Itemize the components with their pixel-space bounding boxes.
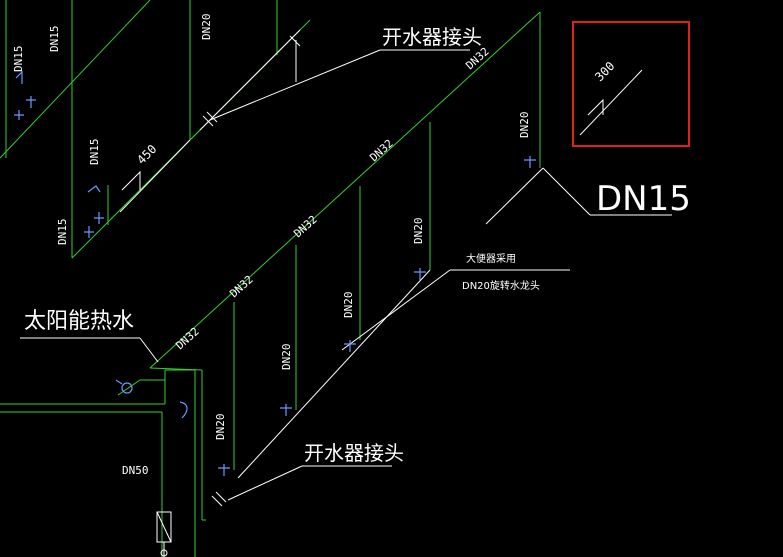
faucet-icon xyxy=(344,340,356,352)
fixture-symbols xyxy=(14,70,536,476)
faucet-icon xyxy=(14,110,24,120)
leader-line xyxy=(209,49,381,121)
tick-mark xyxy=(289,35,301,47)
leader-line xyxy=(485,167,544,225)
dimension-450: 450 xyxy=(134,142,159,167)
leader-line xyxy=(341,269,451,351)
dimension-300: 300 xyxy=(592,59,617,84)
label-dn15: DN15 xyxy=(56,219,69,246)
faucet-icon xyxy=(280,404,292,416)
faucet-icon xyxy=(84,226,94,238)
label-dn32: DN32 xyxy=(173,325,201,352)
note-labels: 开水器接头 开水器接头 太阳能热水 大便器采用 DN20旋转水龙头 xyxy=(24,25,540,465)
label-dn15: DN15 xyxy=(48,26,61,53)
valve-icon-diagonal xyxy=(156,511,172,543)
faucet-icon xyxy=(87,185,101,193)
dimension-line xyxy=(119,139,191,213)
leader-line xyxy=(542,167,591,216)
gate-valve-icon xyxy=(121,382,133,394)
label-dn32: DN32 xyxy=(367,137,395,164)
faucet-icon xyxy=(94,212,104,224)
note-open-water-bottom: 开水器接头 xyxy=(304,441,404,465)
leader-line xyxy=(139,337,159,363)
elbow-icon xyxy=(179,401,188,419)
label-dn20: DN20 xyxy=(518,112,531,139)
label-dn15: DN15 xyxy=(12,46,25,73)
note-open-water-top: 开水器接头 xyxy=(382,25,482,49)
note-mop-line2: DN20旋转水龙头 xyxy=(462,279,540,292)
note-mop-line1: 大便器采用 xyxy=(466,252,516,265)
highlight-box xyxy=(572,21,690,147)
pipe-main-dn32 xyxy=(149,11,541,369)
label-dn32: DN32 xyxy=(227,273,255,300)
leader-line xyxy=(237,269,431,479)
tick-mark xyxy=(211,495,223,507)
faucet-icon xyxy=(26,96,36,108)
label-dn20: DN20 xyxy=(342,292,355,319)
faucet-icon xyxy=(218,464,230,476)
label-dn20: DN20 xyxy=(214,414,227,441)
label-dn20: DN20 xyxy=(280,344,293,371)
gate-valve-handle xyxy=(115,379,123,385)
tick-mark xyxy=(202,115,214,127)
note-solar-hot-water: 太阳能热水 xyxy=(24,309,134,334)
faucet-icon xyxy=(15,70,23,84)
dimension-marker xyxy=(587,98,604,116)
tick-mark xyxy=(215,491,227,503)
leader-line xyxy=(199,29,301,131)
pipe-branch xyxy=(0,0,151,159)
leader-line xyxy=(227,465,303,501)
label-dn15-large: DN15 xyxy=(596,179,691,219)
faucet-icon xyxy=(414,268,426,280)
label-dn15: DN15 xyxy=(88,139,101,166)
dimension-line xyxy=(579,69,643,136)
annotation-lines xyxy=(20,29,672,557)
label-dn20: DN20 xyxy=(412,218,425,245)
valve-handle-icon xyxy=(160,549,168,557)
pipe-network xyxy=(0,0,541,557)
dimension-marker xyxy=(121,170,141,191)
tick-mark xyxy=(206,111,218,123)
label-dn20: DN20 xyxy=(200,14,213,41)
faucet-icon xyxy=(524,156,536,168)
pipe-stub xyxy=(117,379,141,396)
label-dn50: DN50 xyxy=(122,464,149,477)
pipe-labels: DN15 DN15 DN15 DN15 DN20 DN20 DN20 DN20 … xyxy=(12,14,691,478)
